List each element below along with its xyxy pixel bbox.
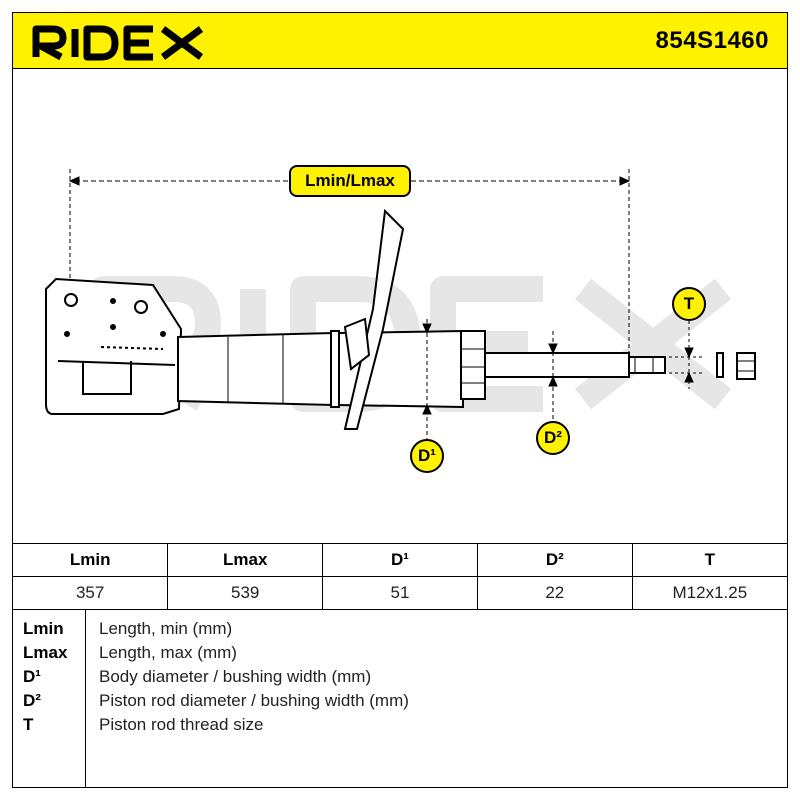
washer-and-nut — [716, 352, 756, 380]
part-number: 854S1460 — [655, 27, 769, 54]
legend-row: Lmax Length, max (mm) — [13, 643, 787, 667]
d2-badge: D² — [536, 421, 570, 455]
top-collar — [460, 330, 486, 400]
d1-dimension — [422, 319, 432, 439]
col-header-d1: D¹ — [322, 543, 478, 577]
technical-drawing: Lmin/Lmax T D¹ D² — [13, 69, 787, 543]
d2-dimension — [548, 331, 558, 419]
thread-dimension — [669, 321, 703, 389]
legend-desc: Length, min (mm) — [99, 619, 233, 638]
shock-absorber-drawing — [45, 169, 756, 439]
header-bar: 854S1460 — [13, 13, 787, 69]
legend-row: D¹ Body diameter / bushing width (mm) — [13, 667, 787, 691]
length-badge: Lmin/Lmax — [289, 165, 411, 197]
spring-seat — [343, 208, 405, 430]
product-sheet: 854S1460 — [12, 12, 788, 788]
d1-badge: D¹ — [410, 439, 444, 473]
value-lmin: 357 — [13, 576, 169, 610]
legend-divider — [85, 609, 86, 787]
col-header-t: T — [631, 543, 787, 577]
legend-key: Lmax — [23, 643, 68, 662]
col-header-d2: D² — [476, 543, 633, 577]
value-lmax: 539 — [167, 576, 324, 610]
strut-bracket — [45, 277, 183, 415]
thread-badge: T — [672, 287, 706, 321]
legend-desc: Length, max (mm) — [99, 643, 237, 662]
ridex-logo-graphic — [32, 25, 204, 61]
legend-key: T — [23, 715, 34, 734]
value-t: M12x1.25 — [631, 576, 787, 610]
strut-body — [177, 329, 464, 409]
legend-desc: Piston rod thread size — [99, 715, 264, 734]
legend-desc: Body diameter / bushing width (mm) — [99, 667, 372, 686]
spec-table: Lmin Lmax D¹ D² T 357 539 51 22 M12x1.25 — [13, 543, 787, 610]
legend-row: D² Piston rod diameter / bushing width (… — [13, 691, 787, 715]
legend-row: Lmin Length, min (mm) — [13, 619, 787, 643]
spec-table-value-row: 357 539 51 22 M12x1.25 — [13, 576, 787, 610]
spec-table-header-row: Lmin Lmax D¹ D² T — [13, 543, 787, 577]
piston-rod — [484, 352, 666, 378]
legend-key: D² — [23, 691, 41, 710]
value-d1: 51 — [322, 576, 478, 610]
brand-logo — [31, 21, 207, 66]
value-d2: 22 — [476, 576, 633, 610]
legend: Lmin Length, min (mm) Lmax Length, max (… — [13, 609, 787, 787]
legend-desc: Piston rod diameter / bushing width (mm) — [99, 691, 409, 710]
legend-row: T Piston rod thread size — [13, 715, 787, 739]
legend-key: Lmin — [23, 619, 64, 638]
col-header-lmax: Lmax — [167, 543, 324, 577]
col-header-lmin: Lmin — [13, 543, 169, 577]
legend-key: D¹ — [23, 667, 41, 686]
